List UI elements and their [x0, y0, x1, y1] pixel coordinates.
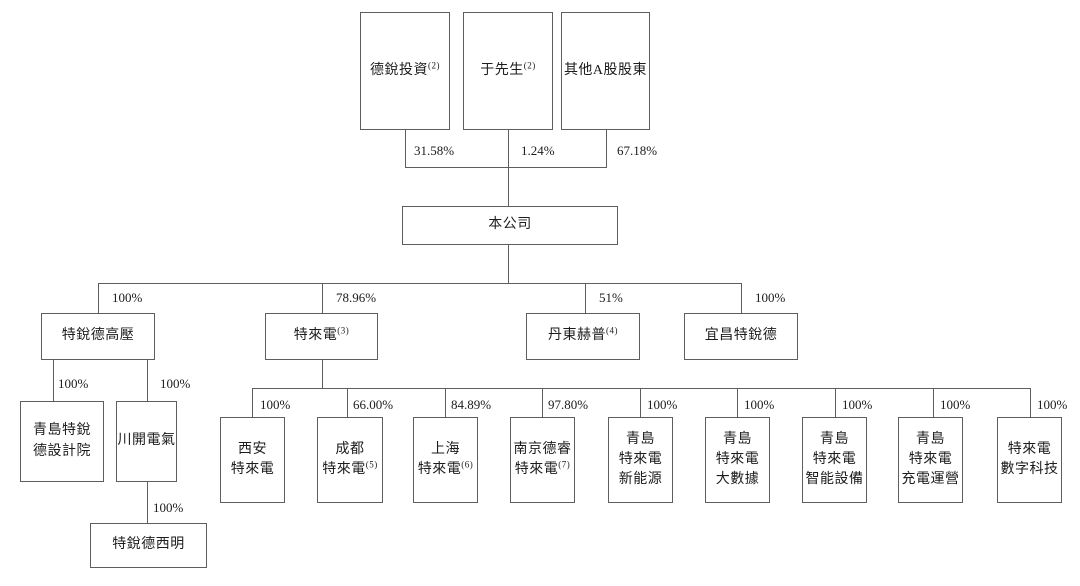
ownership-pct-xian: 100% — [260, 397, 291, 412]
org-box-label: 丹東赫普(4) — [548, 325, 618, 344]
ownership-pct-chuankai: 100% — [160, 376, 191, 391]
org-box-label: 成都 特來電(5) — [322, 441, 378, 477]
org-box-qingdao-design-institute: 青島特銳 德設計院 — [20, 401, 104, 482]
connector-line — [737, 388, 738, 417]
footnote-sup: (7) — [558, 459, 571, 470]
connector-line — [322, 283, 323, 313]
connector-line — [1030, 388, 1031, 417]
connector-line — [252, 388, 1031, 389]
org-box-label: 于先生(2) — [480, 60, 536, 78]
connector-line — [98, 283, 99, 313]
ownership-pct-shuzi: 100% — [1037, 397, 1068, 412]
org-box-label: 川開電氣 — [117, 433, 176, 449]
connector-line — [933, 388, 934, 417]
ownership-pct-dandong: 51% — [599, 290, 623, 305]
ownership-pct-xinnengyuan: 100% — [647, 397, 678, 412]
ownership-pct-chongdian: 100% — [940, 397, 971, 412]
org-box-label: 青島 特來電 充電運營 — [901, 431, 960, 488]
connector-line — [585, 283, 586, 313]
org-box-shanghai-telaidian: 上海 特來電(6) — [413, 417, 478, 503]
org-box-label: 特銳德高壓 — [61, 328, 135, 344]
footnote-sup: (3) — [337, 325, 350, 336]
connector-line — [147, 360, 148, 401]
connector-line — [508, 167, 509, 206]
ownership-pct-dashuju: 100% — [744, 397, 775, 412]
ownership-pct-telaidian: 78.96% — [336, 290, 377, 305]
org-box-label: 青島 特來電 大數據 — [715, 431, 760, 488]
footnote-sup: (6) — [461, 459, 474, 470]
org-box-qingdao-telaidian-xinnengyuan: 青島 特來電 新能源 — [608, 417, 673, 503]
connector-line — [835, 388, 836, 417]
connector-line — [53, 360, 54, 401]
org-box-qingdao-telaidian-chongdian-yunying: 青島 特來電 充電運營 — [898, 417, 963, 503]
connector-line — [640, 388, 641, 417]
connector-line — [347, 388, 348, 417]
connector-line — [405, 130, 406, 168]
connector-line — [252, 388, 253, 417]
org-box-telaidian: 特來電(3) — [265, 313, 378, 360]
ownership-pct-other-a: 67.18% — [617, 143, 658, 158]
connector-line — [147, 482, 148, 523]
connector-line — [741, 283, 742, 313]
footnote-sup: (4) — [606, 325, 618, 336]
org-box-derui-investment: 德銳投資(2) — [360, 12, 450, 130]
footnote-sup: (2) — [523, 60, 536, 71]
footnote-sup: (5) — [365, 459, 378, 470]
org-box-telaidian-shuzi-keji: 特來電 數字科技 — [997, 417, 1062, 503]
ownership-pct-design-institute: 100% — [58, 376, 89, 391]
org-box-label: 本公司 — [488, 217, 532, 233]
connector-line — [508, 245, 509, 283]
footnote-sup: (2) — [428, 60, 440, 71]
ownership-pct-ximing: 100% — [153, 500, 184, 515]
org-box-label: 青島特銳 德設計院 — [33, 423, 91, 459]
org-box-chengdu-telaidian: 成都 特來電(5) — [317, 417, 383, 503]
org-box-label: 宜昌特銳德 — [704, 328, 778, 344]
org-box-label: 青島 特來電 智能設備 — [805, 431, 864, 488]
org-box-label: 西安 特來電 — [230, 441, 275, 477]
org-box-label: 青島 特來電 新能源 — [618, 431, 663, 488]
ownership-pct-chengdu: 66.00% — [353, 397, 394, 412]
ownership-pct-shanghai: 84.89% — [451, 397, 492, 412]
org-box-yichang: 宜昌特銳德 — [684, 313, 798, 360]
org-box-label: 德銳投資(2) — [370, 60, 440, 78]
org-box-dandong-hepu: 丹東赫普(4) — [526, 313, 640, 360]
org-box-nanjing-derui-telaidian: 南京德睿 特來電(7) — [510, 417, 575, 503]
org-box-ximing: 特銳德西明 — [90, 523, 207, 568]
connector-line — [98, 283, 742, 284]
connector-line — [445, 388, 446, 417]
connector-line — [405, 167, 607, 168]
connector-line — [508, 130, 509, 168]
org-box-other-a-shareholders: 其他A股股東 — [561, 12, 650, 130]
org-box-gaoya: 特銳德高壓 — [41, 313, 155, 360]
org-box-qingdao-telaidian-zhineng-shebei: 青島 特來電 智能設備 — [802, 417, 867, 503]
ownership-pct-derui: 31.58% — [414, 143, 455, 158]
org-box-chuankai-electric: 川開電氣 — [116, 401, 177, 482]
connector-line — [542, 388, 543, 417]
connector-line — [606, 130, 607, 168]
org-box-qingdao-telaidian-dashuju: 青島 特來電 大數據 — [705, 417, 770, 503]
org-box-label: 上海 特來電(6) — [417, 441, 474, 477]
ownership-pct-yichang: 100% — [755, 290, 786, 305]
ownership-pct-mr-yu: 1.24% — [521, 143, 555, 158]
org-box-label: 特來電 數字科技 — [1000, 441, 1059, 477]
ownership-pct-nanjing: 97.80% — [548, 397, 589, 412]
org-box-xian-telaidian: 西安 特來電 — [220, 417, 285, 503]
org-box-mr-yu: 于先生(2) — [463, 12, 553, 130]
org-box-company: 本公司 — [402, 206, 618, 245]
org-box-label: 特銳德西明 — [112, 537, 185, 553]
org-box-label: 其他A股股東 — [563, 62, 648, 78]
ownership-pct-zhineng: 100% — [842, 397, 873, 412]
org-box-label: 特來電(3) — [293, 325, 350, 344]
ownership-pct-gaoya: 100% — [112, 290, 143, 305]
connector-line — [322, 360, 323, 388]
org-box-label: 南京德睿 特來電(7) — [513, 441, 572, 477]
